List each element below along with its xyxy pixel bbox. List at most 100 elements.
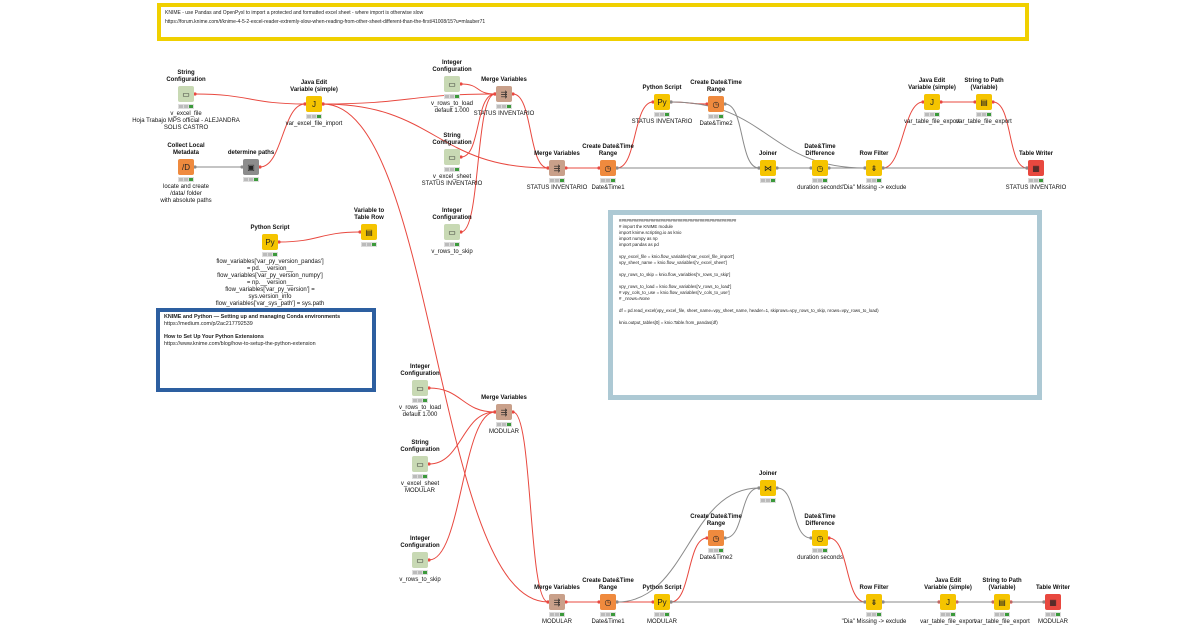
node-status-indicator xyxy=(600,612,616,617)
connection-dtdiff2-to-rowfilter2 xyxy=(828,537,866,603)
node-status-indicator xyxy=(760,498,776,503)
merge-variables-icon[interactable]: ⇶ xyxy=(549,594,565,610)
connection-mergevar3-to-mergevar4 xyxy=(512,411,549,603)
node-title: Python Script xyxy=(642,85,682,91)
port-dot xyxy=(809,166,813,170)
connection-javaedit1-to-mergevar1 xyxy=(322,93,496,105)
code-line: # import the KNIME module xyxy=(619,224,673,229)
python-icon[interactable]: Py xyxy=(654,94,670,110)
integer-config-icon[interactable]: ▭ xyxy=(444,76,460,92)
node-title: Merge Variables xyxy=(534,585,580,591)
port-dot xyxy=(427,558,431,562)
node-label: MODULAR xyxy=(646,619,677,625)
port-dot xyxy=(193,92,197,96)
port-dot xyxy=(459,155,463,159)
string-to-path-icon[interactable]: ▤ xyxy=(976,94,992,110)
datetime-range-icon[interactable]: ◷ xyxy=(600,160,616,176)
connection-pyscript1-to-rowfilter1 xyxy=(670,101,866,169)
node-label: flow_variables['var_py_version_pandas'] … xyxy=(215,259,325,307)
node-label: duration seconds xyxy=(797,185,843,191)
node-status-indicator xyxy=(412,570,428,575)
connection-dtrange1-to-pyscript1 xyxy=(616,101,654,169)
port-dot xyxy=(863,600,867,604)
datetime-diff-icon[interactable]: ◷ xyxy=(812,160,828,176)
python-icon[interactable]: Py xyxy=(654,594,670,610)
code-line: # _nrows=None xyxy=(619,296,650,301)
code-line: vpy_rows_to_load = knio.flow_variables['… xyxy=(619,284,732,289)
node-title: Row Filter xyxy=(859,585,889,591)
node-status-indicator xyxy=(178,104,194,109)
connection-pyscript0-to-var2row xyxy=(278,231,361,243)
node-label: "Dia" Missing -> exclude xyxy=(841,619,907,625)
node-status-indicator xyxy=(708,548,724,553)
metadata-icon[interactable]: /D xyxy=(178,159,194,175)
datetime-diff-icon[interactable]: ◷ xyxy=(812,530,828,546)
node-title: Merge Variables xyxy=(481,77,527,83)
connection-str2path1-to-tablewriter1 xyxy=(992,101,1028,169)
node-label: "Dia" Missing -> exclude xyxy=(841,185,907,191)
string-config-icon[interactable]: ▭ xyxy=(178,86,194,102)
code-line: # vpy_cols_to_use = knio.flow_variables[… xyxy=(619,290,730,295)
node-title: Python Script xyxy=(642,585,682,591)
node-status-indicator xyxy=(178,177,194,182)
annotation-link[interactable]: https://www.knime.com/blog/how-to-setup-… xyxy=(164,341,316,347)
joiner-icon[interactable]: ⋈ xyxy=(760,480,776,496)
code-line: ########################################… xyxy=(619,218,737,223)
datetime-range-icon[interactable]: ◷ xyxy=(600,594,616,610)
node-label: STATUS INVENTARIO xyxy=(526,185,588,191)
port-dot xyxy=(669,600,673,604)
node-label: Date&Time1 xyxy=(591,619,625,625)
table-writer-icon[interactable]: ▦ xyxy=(1028,160,1044,176)
code-line: import pandas as pd xyxy=(619,242,659,247)
port-dot xyxy=(775,166,779,170)
integer-config-icon[interactable]: ▭ xyxy=(412,380,428,396)
node-label: var_table_file_export xyxy=(920,619,976,625)
node-title: Collect Local Metadata xyxy=(167,143,205,156)
port-dot xyxy=(991,100,995,104)
port-dot xyxy=(459,230,463,234)
node-label: v_excel_sheet STATUS INVENTARIO xyxy=(421,174,483,187)
port-dot xyxy=(546,600,550,604)
joiner-icon[interactable]: ⋈ xyxy=(760,160,776,176)
node-label: var_table_file_export xyxy=(904,119,960,125)
node-label: v_rows_to_skip xyxy=(431,249,473,255)
table-writer-icon[interactable]: ▦ xyxy=(1045,594,1061,610)
node-title: Python Script xyxy=(250,225,290,231)
java-edit-icon[interactable]: J xyxy=(940,594,956,610)
port-dot xyxy=(809,536,813,540)
string-config-icon[interactable]: ▭ xyxy=(412,456,428,472)
port-dot xyxy=(1025,166,1029,170)
datetime-range-icon[interactable]: ◷ xyxy=(708,530,724,546)
node-label: v_excel_sheet MODULAR xyxy=(400,481,440,494)
node-title: Java Edit Variable (simple) xyxy=(924,578,972,591)
integer-config-icon[interactable]: ▭ xyxy=(444,224,460,240)
node-title: Date&Time Difference xyxy=(804,514,836,527)
string-config-icon[interactable]: ▭ xyxy=(444,149,460,165)
node-title: String Configuration xyxy=(166,70,206,83)
java-edit-icon[interactable]: J xyxy=(306,96,322,112)
string-to-path-icon[interactable]: ▤ xyxy=(994,594,1010,610)
datetime-range-icon[interactable]: ◷ xyxy=(708,96,724,112)
node-title: Create Date&Time Range xyxy=(582,578,634,591)
node-title: Joiner xyxy=(758,151,777,157)
python-icon[interactable]: Py xyxy=(262,234,278,250)
variable-to-row-icon[interactable]: ▤ xyxy=(361,224,377,240)
component-icon[interactable]: ▣ xyxy=(243,159,259,175)
row-filter-icon[interactable]: ⇟ xyxy=(866,594,882,610)
port-dot xyxy=(973,100,977,104)
port-dot xyxy=(459,82,463,86)
annotation-link[interactable]: https://forum.knime.com/t/knime-4-5-2-ex… xyxy=(165,19,486,25)
merge-variables-icon[interactable]: ⇶ xyxy=(496,86,512,102)
port-dot xyxy=(775,486,779,490)
node-label: var_table_file_export xyxy=(956,119,1012,125)
row-filter-icon[interactable]: ⇟ xyxy=(866,160,882,176)
merge-variables-icon[interactable]: ⇶ xyxy=(549,160,565,176)
java-edit-icon[interactable]: J xyxy=(924,94,940,110)
workflow-description-annotation: KNIME - use Pandas and OpenPyxl to impor… xyxy=(157,3,1029,41)
port-dot xyxy=(705,102,709,106)
node-status-indicator xyxy=(940,612,956,617)
node-label: Date&Time2 xyxy=(699,555,733,561)
annotation-link[interactable]: https://medium.com/p/2ac217792539 xyxy=(164,321,253,327)
merge-variables-icon[interactable]: ⇶ xyxy=(496,404,512,420)
integer-config-icon[interactable]: ▭ xyxy=(412,552,428,568)
